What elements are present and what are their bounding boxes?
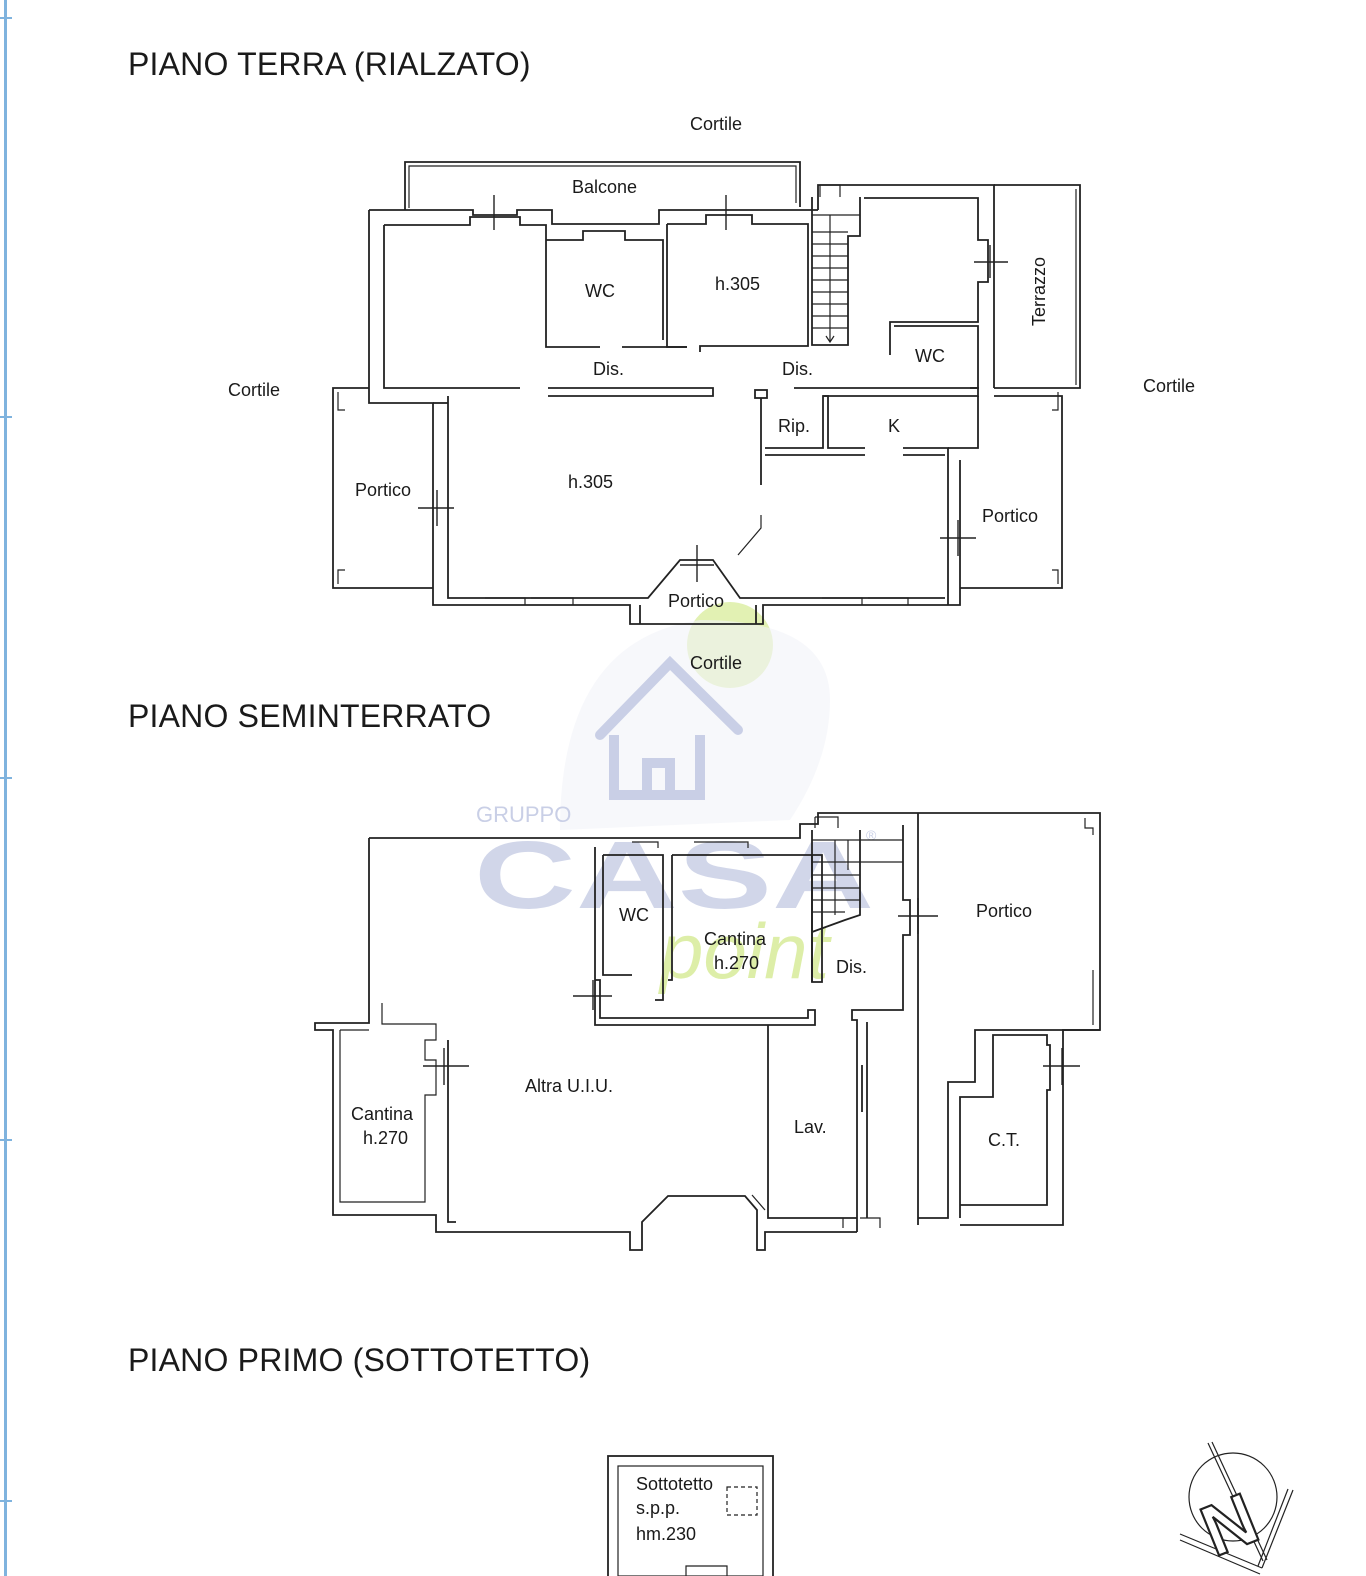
margin-tick <box>0 1500 12 1502</box>
label-portico-left: Portico <box>355 480 411 500</box>
label-terrazzo: Terrazzo <box>1029 257 1049 326</box>
label-rip: Rip. <box>778 416 810 436</box>
label-dis-2: Dis. <box>782 359 813 379</box>
watermark-point: point <box>658 907 832 995</box>
floor-title-basement: PIANO SEMINTERRATO <box>128 698 492 734</box>
watermark-gruppo: GRUPPO <box>476 802 571 827</box>
margin-line <box>4 0 7 1576</box>
label-portico: Portico <box>976 901 1032 921</box>
north-arrow-icon: N <box>1179 1441 1294 1575</box>
label-portico-right: Portico <box>982 506 1038 526</box>
label-cortile-bottom: Cortile <box>690 653 742 673</box>
label-cantina-left-h: h.270 <box>363 1128 408 1148</box>
margin-tick <box>0 416 12 418</box>
label-dis: Dis. <box>836 957 867 977</box>
margin-tick <box>0 777 12 779</box>
first-floor-plan: Sottotetto s.p.p. hm.230 <box>607 1455 774 1576</box>
label-cortile-top: Cortile <box>690 114 742 134</box>
label-wc-1: WC <box>585 281 615 301</box>
label-cortile-left: Cortile <box>228 380 280 400</box>
label-k: K <box>888 416 900 436</box>
label-cantina-center: Cantina <box>704 929 767 949</box>
label-cantina-left: Cantina <box>351 1104 414 1124</box>
label-spp: s.p.p. <box>636 1498 680 1518</box>
svg-text:®: ® <box>866 827 877 843</box>
label-wc-2: WC <box>915 346 945 366</box>
margin-tick <box>0 1139 12 1141</box>
hatch-icon <box>726 1486 758 1516</box>
label-dis-1: Dis. <box>593 359 624 379</box>
margin-tick <box>0 17 12 19</box>
floor-title-first: PIANO PRIMO (SOTTOTETTO) <box>128 1342 591 1378</box>
label-lav: Lav. <box>794 1117 827 1137</box>
ground-floor-plan: Cortile Balcone WC h.305 Dis. Dis. WC Te… <box>228 114 1195 673</box>
house-body-icon <box>609 735 705 800</box>
label-cortile-right: Cortile <box>1143 376 1195 396</box>
basement-floor-plan: WC Cantina h.270 Dis. Portico Altra U.I.… <box>314 812 1101 1251</box>
label-hm: hm.230 <box>636 1524 696 1544</box>
label-h305-top: h.305 <box>715 274 760 294</box>
watermark-logo: GRUPPO CASA point ® <box>474 602 877 995</box>
label-altra-uiu: Altra U.I.U. <box>525 1076 613 1096</box>
label-cantina-center-h: h.270 <box>714 953 759 973</box>
house-roof-icon <box>595 655 743 740</box>
label-portico-center: Portico <box>668 591 724 611</box>
label-sottotetto: Sottotetto <box>636 1474 713 1494</box>
north-letter: N <box>1191 1478 1269 1572</box>
label-balcone: Balcone <box>572 177 637 197</box>
label-ct: C.T. <box>988 1130 1020 1150</box>
floor-title-ground: PIANO TERRA (RIALZATO) <box>128 46 531 82</box>
watermark-casa: CASA <box>474 822 874 929</box>
label-wc: WC <box>619 905 649 925</box>
label-living-h305: h.305 <box>568 472 613 492</box>
